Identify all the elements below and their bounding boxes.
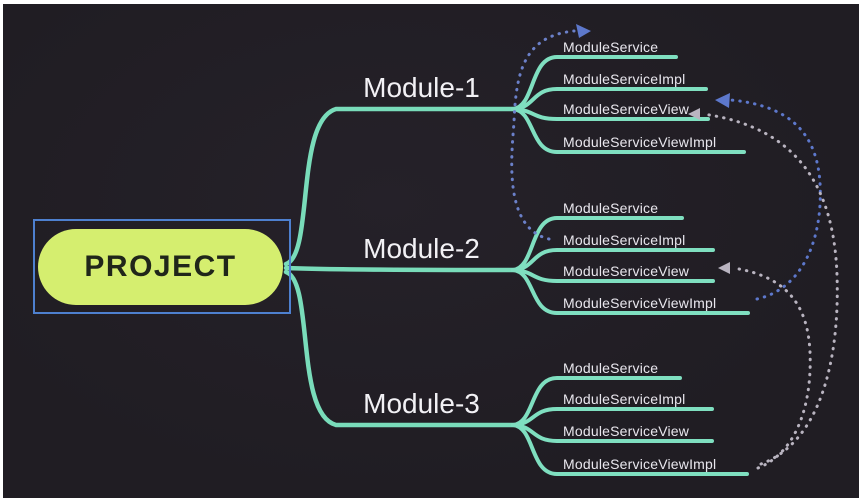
branch-m1-serviceviewimpl: [511, 107, 746, 154]
branch-root-to-module-1: [283, 106, 516, 267]
leaf-node-m2-serviceimpl[interactable]: ModuleServiceImpl: [563, 232, 686, 248]
branch-m2-serviceviewimpl: [511, 268, 750, 315]
mindmap-canvas[interactable]: PROJECT Module-1 Module-2 Module-3 Modul…: [3, 4, 859, 498]
leaf-node-m3-service[interactable]: ModuleService: [563, 360, 659, 376]
root-node-label: PROJECT: [84, 250, 237, 283]
branch-root-to-module-3: [283, 269, 516, 428]
leaf-node-m3-serviceview[interactable]: ModuleServiceView: [563, 423, 690, 439]
leaf-node-m2-serviceviewimpl[interactable]: ModuleServiceViewImpl: [563, 295, 717, 311]
leaf-node-m1-serviceview[interactable]: ModuleServiceView: [563, 101, 690, 117]
selection-box: [33, 219, 291, 314]
module-node-3[interactable]: Module-3: [363, 388, 480, 419]
leaf-node-m3-serviceviewimpl[interactable]: ModuleServiceViewImpl: [563, 456, 717, 472]
arrow-m2viewimpl-to-m1view: [729, 98, 822, 301]
leaf-node-m2-serviceview[interactable]: ModuleServiceView: [563, 263, 690, 279]
arrow-m2impl-to-m1service: [510, 29, 576, 241]
branch-m3-serviceviewimpl: [511, 423, 749, 476]
arrow-m3viewimpl-to-m2view: [731, 266, 812, 470]
leaf-node-m1-serviceviewimpl[interactable]: ModuleServiceViewImpl: [563, 134, 717, 150]
leaf-node-m1-serviceimpl[interactable]: ModuleServiceImpl: [563, 71, 686, 87]
arrowhead-blue-left: [715, 93, 730, 108]
arrowhead-gray-left-m2: [718, 262, 730, 274]
module-node-2[interactable]: Module-2: [363, 233, 480, 264]
arrowhead-blue-up: [576, 24, 591, 38]
branch-root-to-module-2: [283, 265, 516, 273]
connector-layer: [283, 24, 839, 476]
root-node-project[interactable]: PROJECT: [38, 229, 283, 305]
module-node-1[interactable]: Module-1: [363, 72, 480, 103]
arrow-m3viewimpl-to-m1view: [701, 112, 839, 466]
leaf-node-m2-service[interactable]: ModuleService: [563, 200, 659, 216]
arrowhead-gray-left-m1: [688, 108, 700, 120]
leaf-node-m3-serviceimpl[interactable]: ModuleServiceImpl: [563, 391, 686, 407]
leaf-node-m1-service[interactable]: ModuleService: [563, 39, 659, 55]
